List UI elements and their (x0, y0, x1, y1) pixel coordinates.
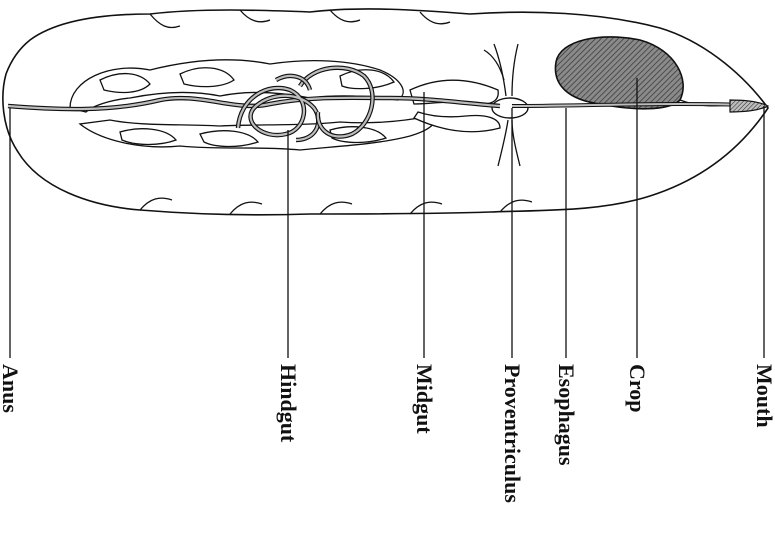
label-proventriculus: Proventriculus (500, 364, 525, 503)
label-mouth: Mouth (752, 364, 775, 428)
label-esophagus: Esophagus (554, 364, 579, 466)
label-anus: Anus (0, 364, 23, 413)
labels: Anus Hindgut Midgut Proventriculus Esoph… (0, 364, 775, 503)
label-midgut: Midgut (412, 364, 437, 434)
larva-body-outline (3, 9, 768, 215)
label-crop: Crop (625, 364, 650, 413)
label-hindgut: Hindgut (276, 364, 301, 443)
